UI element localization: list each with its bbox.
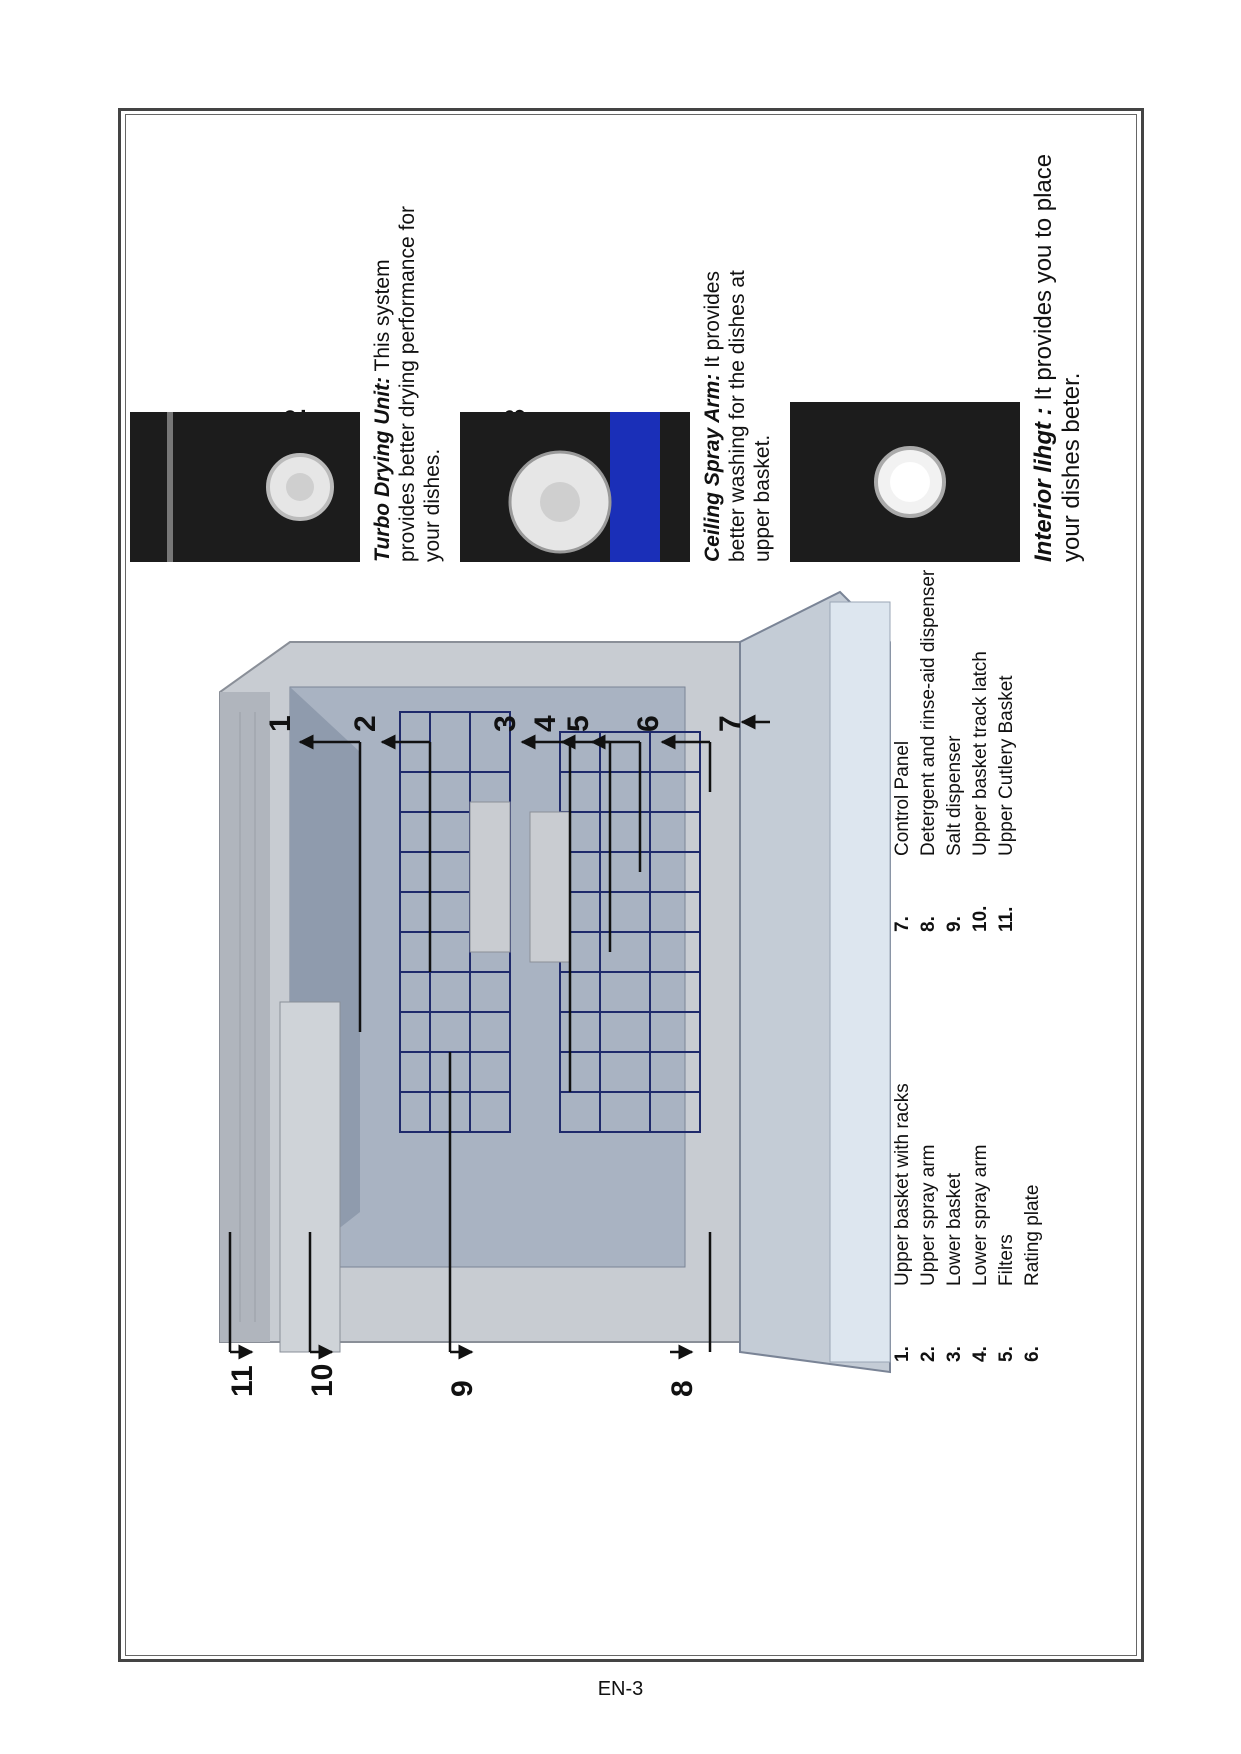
interior-light-photo (790, 402, 1020, 562)
legend-item: 4.Lower spray arm (970, 1144, 991, 1363)
dishwasher-illustration: 1 2 3 4 5 6 7 11 10 9 8 12 13 14 (219, 408, 891, 1397)
legend-item: 2.Upper spray arm (918, 1144, 939, 1363)
upper-spray-arm (469, 801, 511, 953)
parts-legend-left: 1.Upper basket with racks 2.Upper spray … (890, 942, 1046, 1362)
legend-item: 1.Upper basket with racks (892, 1083, 913, 1362)
interior-light-description: Interior lihgt : It provides you to plac… (1030, 142, 1086, 562)
interior-light-title: Interior lihgt : (1030, 407, 1057, 562)
callout-4: 4 (529, 715, 562, 732)
legend-item: 11.Upper Cutlery Basket (996, 675, 1017, 932)
callout-2: 2 (349, 715, 382, 732)
dishwasher-door (739, 590, 891, 1374)
callout-10: 10 (306, 1364, 339, 1397)
callout-3: 3 (489, 715, 522, 732)
interior-light-icon (874, 446, 946, 518)
parts-legend-right: 7.Control Panel 8.Detergent and rinse-ai… (890, 462, 1020, 932)
callout-7: 7 (714, 715, 747, 732)
legend-item: 6.Rating plate (1022, 1184, 1043, 1362)
legend-item: 7.Control Panel (892, 740, 913, 932)
callout-6: 6 (632, 715, 665, 732)
ceiling-spray-arm-description: Ceiling Spray Arm: It provides better wa… (700, 242, 775, 562)
legend-item: 9.Salt dispenser (944, 735, 965, 932)
lower-spray-arm-cover (529, 811, 571, 963)
legend-item: 3.Lower basket (944, 1172, 965, 1362)
callout-leader-paths (228, 742, 712, 1352)
ceiling-spray-arm-title: Ceiling Spray Arm: (701, 373, 724, 562)
callout-5: 5 (562, 715, 595, 732)
callout-9: 9 (446, 1380, 479, 1397)
turbo-drying-description: Turbo Drying Unit: This system provides … (370, 182, 445, 562)
callout-1: 1 (264, 715, 297, 732)
legend-item: 10.Upper basket track latch (970, 651, 991, 932)
turbo-drying-icon (167, 412, 334, 562)
callout-11: 11 (226, 1365, 259, 1397)
legend-item: 5.Filters (996, 1234, 1017, 1362)
page-number: EN-3 (597, 1678, 644, 1700)
turbo-drying-photo (130, 412, 360, 562)
rotated-content: 1 2 3 4 5 6 7 11 10 9 8 12 13 14 Turbo D… (130, 122, 1130, 1652)
page-border-inner (125, 114, 1137, 1656)
ceiling-spray-arm-photo (460, 412, 690, 562)
page-border-outer (118, 108, 1144, 1662)
legend-item: 8.Detergent and rinse-aid dispenser (918, 569, 939, 932)
callout-8: 8 (666, 1380, 699, 1397)
turbo-drying-title: Turbo Drying Unit: (371, 376, 394, 562)
ceiling-spray-arm-icon (508, 412, 660, 562)
